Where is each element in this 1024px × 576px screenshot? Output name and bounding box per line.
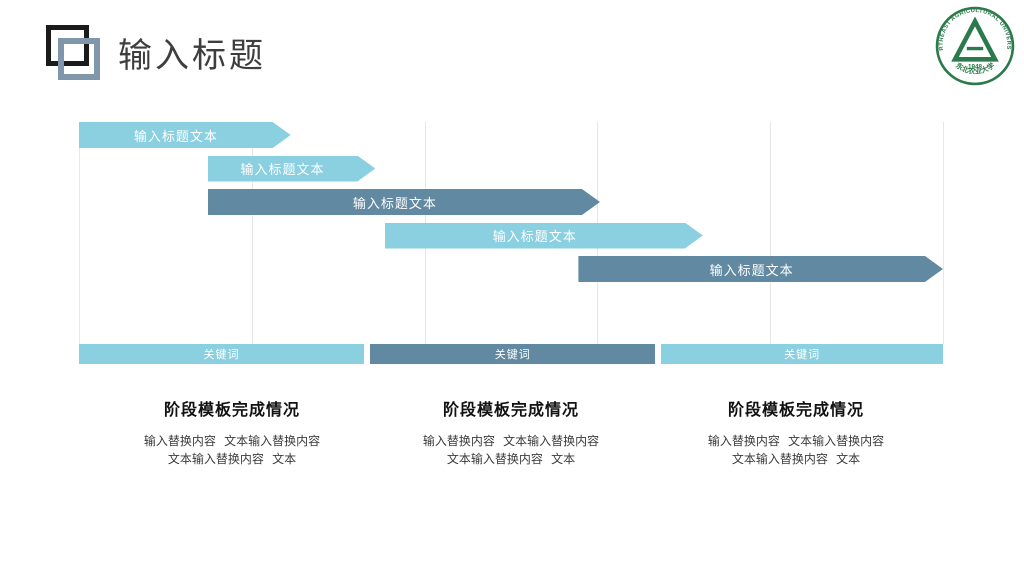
gantt-chart: 输入标题文本输入标题文本输入标题文本输入标题文本输入标题文本关键词关键词关键词 — [79, 122, 944, 364]
stage-block-1: 阶段模板完成情况 输入替换内容 文本输入替换内容 文本输入替换内容 文本 — [102, 396, 362, 468]
keyword-bar-label: 关键词 — [784, 349, 821, 361]
stage-heading: 阶段模板完成情况 — [727, 402, 864, 419]
stage-block-2: 阶段模板完成情况 输入替换内容 文本输入替换内容 文本输入替换内容 文本 — [381, 396, 641, 468]
keyword-bar-label: 关键词 — [494, 349, 531, 361]
black-square-icon — [46, 25, 89, 66]
gantt-bar: 输入标题文本 — [385, 223, 703, 249]
stage-line: 输入替换内容 文本输入替换内容 — [422, 434, 600, 448]
gridline — [943, 122, 944, 344]
gantt-bar: 输入标题文本 — [208, 189, 600, 215]
gantt-bar-label: 输入标题文本 — [352, 195, 437, 211]
stage-line: 文本输入替换内容 文本 — [167, 452, 297, 466]
stage-line: 文本输入替换内容 文本 — [731, 452, 861, 466]
gantt-bar-label: 输入标题文本 — [133, 128, 218, 144]
university-seal-logo: NORTHEAST AGRICULTURAL UNIVERSITY 1948 东… — [932, 1, 1016, 87]
keyword-bar: 关键词 — [661, 344, 943, 364]
keyword-bar: 关键词 — [79, 344, 365, 364]
gantt-bar-label: 输入标题文本 — [709, 262, 794, 278]
gridline — [251, 122, 253, 344]
gantt-bar-label: 输入标题文本 — [492, 229, 577, 244]
stage-line: 文本输入替换内容 文本 — [446, 452, 576, 466]
gridline — [79, 122, 80, 344]
seal-year: 1948 — [968, 64, 983, 71]
blue-square-icon — [58, 38, 100, 80]
stage-heading: 阶段模板完成情况 — [163, 402, 300, 419]
gantt-bar: 输入标题文本 — [79, 122, 291, 148]
title-decoration-icon — [46, 25, 104, 83]
stage-block-3: 阶段模板完成情况 输入替换内容 文本输入替换内容 文本输入替换内容 文本 — [666, 396, 926, 468]
keyword-bar-label: 关键词 — [203, 349, 240, 361]
gantt-bar: 输入标题文本 — [578, 256, 943, 282]
gantt-bar-label: 输入标题文本 — [240, 162, 325, 177]
stage-line: 输入替换内容 文本输入替换内容 — [143, 434, 321, 448]
stage-line: 输入替换内容 文本输入替换内容 — [707, 434, 885, 448]
stage-heading: 阶段模板完成情况 — [442, 402, 579, 419]
page-title: 输入标题 — [118, 37, 266, 75]
seal-graphic: NORTHEAST AGRICULTURAL UNIVERSITY 1948 东… — [932, 1, 1015, 86]
gantt-bar: 输入标题文本 — [208, 156, 376, 182]
keyword-bar: 关键词 — [370, 344, 656, 364]
seal-monogram-a — [951, 16, 999, 62]
gridline — [770, 122, 772, 344]
